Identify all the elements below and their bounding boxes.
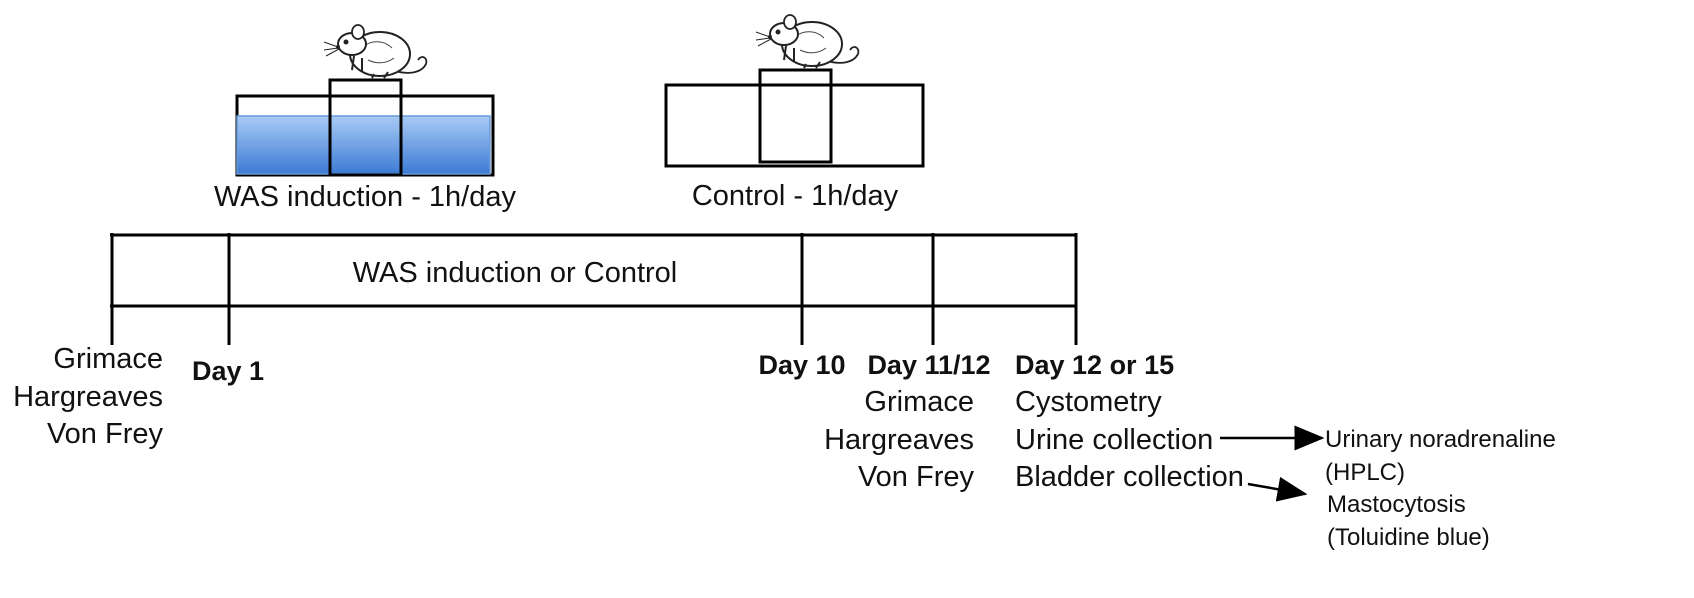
day11-test-item: Grimace (864, 386, 974, 418)
rat-icon (323, 24, 428, 79)
timeline-band-label: WAS induction or Control (353, 257, 678, 289)
was-panel-label: WAS induction - 1h/day (214, 181, 516, 213)
rat-icon (755, 14, 860, 69)
control-tank (664, 83, 925, 168)
output-line: (HPLC) (1325, 459, 1405, 486)
baseline-test-item: Hargreaves (13, 381, 163, 413)
procedure-item: Cystometry (1015, 386, 1162, 418)
procedure-item: Urine collection (1015, 424, 1213, 456)
water-fill (236, 115, 491, 175)
day11-test-item: Hargreaves (824, 424, 974, 456)
procedure-item: Bladder collection (1015, 461, 1244, 493)
day11-12-label: Day 11/12 (867, 350, 990, 380)
bladder-arrow (1247, 476, 1308, 502)
control-platform (758, 68, 833, 164)
baseline-test-item: Grimace (53, 343, 163, 375)
control-panel-label: Control - 1h/day (692, 180, 899, 212)
control-panel: Control - 1h/day (664, 14, 925, 212)
output-line: Urinary noradrenaline (1325, 426, 1556, 453)
day11-test-item: Von Frey (858, 461, 975, 493)
was-induction-panel: WAS induction - 1h/day (214, 24, 516, 213)
baseline-test-item: Von Frey (47, 418, 164, 450)
final-procedures: Cystometry Urine collection Bladder coll… (1015, 386, 1244, 493)
output-line: (Toluidine blue) (1327, 524, 1490, 551)
output-line: Mastocytosis (1327, 491, 1466, 518)
urine-output: Urinary noradrenaline (HPLC) (1325, 426, 1556, 486)
platform (328, 78, 403, 177)
day10-label: Day 10 (758, 350, 845, 380)
timeline (110, 233, 1078, 345)
day1-label: Day 1 (192, 356, 264, 386)
baseline-tests: Grimace Hargreaves Von Frey (13, 343, 163, 450)
bladder-output: Mastocytosis (Toluidine blue) (1327, 491, 1490, 551)
day12-15-label: Day 12 or 15 (1015, 350, 1174, 380)
day11-tests: Grimace Hargreaves Von Frey (824, 386, 974, 493)
